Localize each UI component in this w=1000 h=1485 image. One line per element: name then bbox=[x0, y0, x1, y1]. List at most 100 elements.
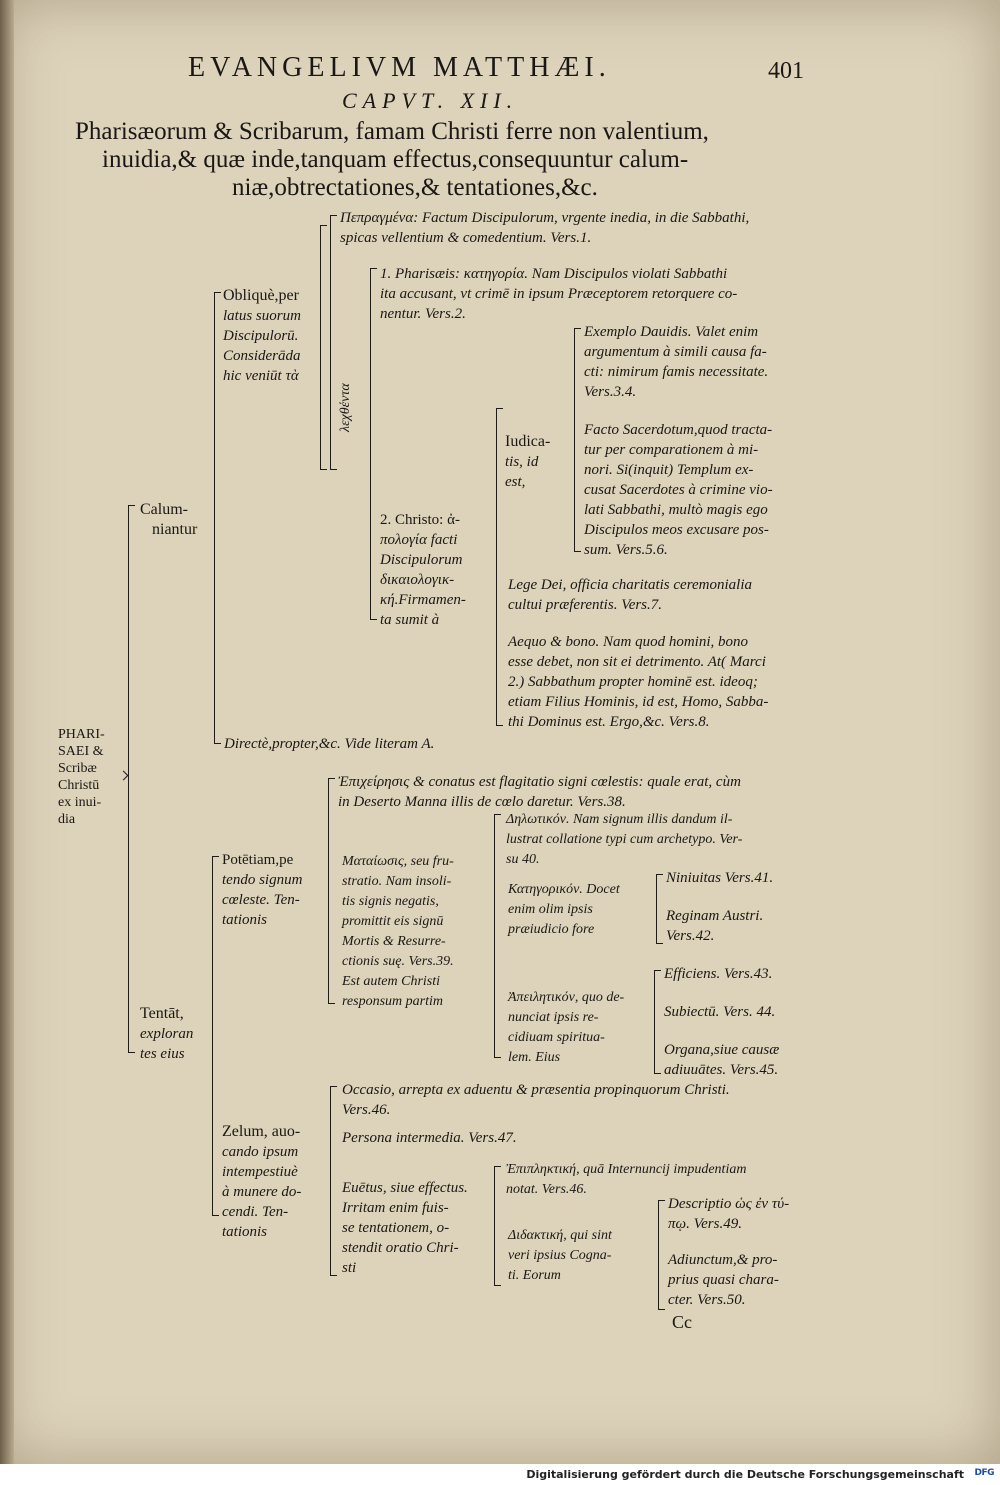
line: Vers.46. bbox=[342, 1102, 391, 1118]
line: est, bbox=[505, 474, 526, 490]
line: πῳ. Vers.49. bbox=[668, 1216, 742, 1232]
line: ita accusant, vt crimē in ipsum Præcepto… bbox=[380, 286, 738, 302]
zelum-node: Zelum, auo- cando ipsum intempestiuè à m… bbox=[222, 1122, 301, 1242]
line: Irritam enim fuis- bbox=[342, 1200, 449, 1216]
root-line: ex inui- bbox=[58, 795, 102, 810]
line: Διδακτική, qui sint bbox=[508, 1228, 612, 1243]
line: Ματαίωσις, seu fru- bbox=[342, 854, 454, 869]
line: Δηλωτικόν. Nam signum illis dandum il- bbox=[506, 812, 733, 827]
didaktike-node: Διδακτική, qui sint veri ipsius Cogna- t… bbox=[508, 1226, 612, 1286]
line: cendi. Ten- bbox=[222, 1204, 289, 1220]
root-line: dia bbox=[58, 812, 76, 827]
bracket-lechthenta bbox=[320, 225, 327, 470]
root-node: PHARI- SAEI & Scribæ Christū ex inui- di… bbox=[58, 726, 105, 828]
line: Euētus, siue effectus. bbox=[342, 1180, 468, 1196]
line: 1. Pharisæis: κατηγορία. Nam Discipulos … bbox=[380, 266, 728, 282]
root-line: SAEI & bbox=[58, 744, 104, 759]
lege-node: Lege Dei, officia charitatis ceremoniali… bbox=[508, 575, 752, 615]
line: adiuuātes. Vers.45. bbox=[664, 1062, 779, 1078]
line: Πεπραγμένα: Factum Discipulorum, vrgente… bbox=[340, 210, 750, 226]
line: Organa,siue causæ bbox=[664, 1042, 780, 1058]
bracket-calumniantur bbox=[214, 292, 221, 744]
footer-credit: Digitalisierung gefördert durch die Deut… bbox=[526, 1468, 964, 1481]
factum-node: Πεπραγμένα: Factum Discipulorum, vrgente… bbox=[340, 208, 749, 248]
line: præiudicio fore bbox=[508, 922, 595, 937]
line: Ἐπιπληκτική, quā Internuncij impudentiam bbox=[506, 1162, 747, 1177]
line: Exemplo Dauidis. Valet enim bbox=[584, 324, 759, 340]
calumniantur-label: Calum- niantur bbox=[140, 500, 197, 540]
apeilentikon-node: Ἀπειλητικόν, quo de- nunciat ipsis re- c… bbox=[508, 988, 624, 1068]
line: su 40. bbox=[506, 852, 540, 867]
niniuitas-node: Niniuitas Vers.41. bbox=[666, 870, 774, 886]
bracket-oblique bbox=[330, 215, 337, 470]
line: stratio. Nam insoli- bbox=[342, 874, 452, 889]
line: tationis bbox=[222, 912, 268, 928]
line: Ἐπιχείρησις & conatus est flagitatio sig… bbox=[338, 774, 741, 790]
label-line: Calum- bbox=[140, 501, 188, 518]
adiunctum-node: Adiunctum,& pro- prius quasi chara- cter… bbox=[668, 1250, 779, 1310]
line: cidiuam spiritua- bbox=[508, 1030, 605, 1045]
line: Aequo & bono. Nam quod homini, bono bbox=[508, 634, 748, 650]
line: responsum partim bbox=[342, 994, 443, 1009]
christo-node: 2. Christo: ἀ- πολογία facti Discipuloru… bbox=[380, 510, 466, 630]
label-line: Tentāt, bbox=[140, 1005, 184, 1022]
line: Vers.3.4. bbox=[584, 384, 637, 400]
title-line-3: niæ,obtrectationes,& tentationes,&c. bbox=[232, 174, 598, 201]
line: Facto Sacerdotum,quod tracta- bbox=[584, 422, 773, 438]
epicheirema-node: Ἐπιχείρησις & conatus est flagitatio sig… bbox=[338, 772, 741, 812]
label-line: niantur bbox=[152, 521, 198, 538]
line: cultui præferentis. Vers.7. bbox=[508, 597, 663, 613]
facto-node: Facto Sacerdotum,quod tracta- tur per co… bbox=[584, 420, 773, 560]
directe-node: Directè,propter,&c. Vide literam A. bbox=[224, 736, 435, 752]
line: in Deserto Manna illis de cœlo daretur. … bbox=[338, 794, 626, 810]
iudicatis-node: Iudica- tis, id est, bbox=[505, 432, 550, 492]
persona-node: Persona intermedia. Vers.47. bbox=[342, 1130, 517, 1146]
line: ctionis suę. Vers.39. bbox=[342, 954, 454, 969]
line: sum. Vers.5.6. bbox=[584, 542, 668, 558]
bracket-kategorikon bbox=[656, 874, 663, 944]
line: Discipulorū. bbox=[223, 328, 299, 344]
line: lem. Eius bbox=[508, 1050, 561, 1065]
line: Vers.42. bbox=[666, 928, 715, 944]
line: Est autem Christi bbox=[342, 974, 441, 989]
line: ta sumit à bbox=[380, 612, 440, 628]
bracket-pragmata bbox=[370, 268, 377, 620]
line: cter. Vers.50. bbox=[668, 1292, 746, 1308]
line: enim olim ipsis bbox=[508, 902, 593, 917]
line: etiam Filius Hominis, id est, Homo, Sabb… bbox=[508, 694, 769, 710]
footer-bar: Digitalisierung gefördert durch die Deut… bbox=[0, 1464, 1000, 1485]
line: tis signis negatis, bbox=[342, 894, 439, 909]
line: spicas vellentium & comedentium. Vers.1. bbox=[340, 230, 592, 246]
line: cando ipsum bbox=[222, 1144, 299, 1160]
line: Discipulorum bbox=[380, 552, 463, 568]
bracket-root bbox=[128, 505, 135, 1053]
bracket-tip bbox=[118, 770, 129, 781]
line: Reginam Austri. bbox=[666, 908, 764, 924]
line: se tentationem, o- bbox=[342, 1220, 450, 1236]
label-line: tes eius bbox=[140, 1046, 185, 1062]
bracket-didaktike bbox=[658, 1200, 665, 1310]
line: tur per comparationem à mi- bbox=[584, 442, 759, 458]
root-line: PHARI- bbox=[58, 727, 105, 742]
bracket-tentat bbox=[212, 856, 219, 1216]
chapter-heading: CAPVT. XII. bbox=[342, 88, 519, 113]
line: tis, id bbox=[505, 454, 539, 470]
line: Lege Dei, officia charitatis ceremoniali… bbox=[508, 577, 752, 593]
line: lati Sabbathi, multò magis ego bbox=[584, 502, 768, 518]
line: δικαιολογικ- bbox=[380, 572, 455, 588]
organa-node: Organa,siue causæ adiuuātes. Vers.45. bbox=[664, 1040, 779, 1080]
line: Descriptio ὡς ἐν τύ- bbox=[668, 1196, 790, 1212]
occasio-node: Occasio, arrepta ex aduentu & præsentia … bbox=[342, 1080, 730, 1120]
line: Potētiam,pe bbox=[222, 852, 294, 868]
binding-shadow bbox=[0, 0, 14, 1464]
line: πολογία facti bbox=[380, 532, 458, 548]
signature-mark: Cc bbox=[672, 1312, 692, 1332]
label-line: exploran bbox=[140, 1026, 194, 1042]
page-number: 401 bbox=[768, 58, 804, 84]
line: 2.) Sabbathum propter hominē est. ideoq; bbox=[508, 674, 758, 690]
line: sti bbox=[342, 1260, 357, 1276]
line: ti. Eorum bbox=[508, 1268, 561, 1283]
aequo-node: Aequo & bono. Nam quod homini, bono esse… bbox=[508, 632, 768, 732]
line: thi Dominus est. Ergo,&c. Vers.8. bbox=[508, 714, 710, 730]
root-line: Scribæ bbox=[58, 761, 97, 776]
